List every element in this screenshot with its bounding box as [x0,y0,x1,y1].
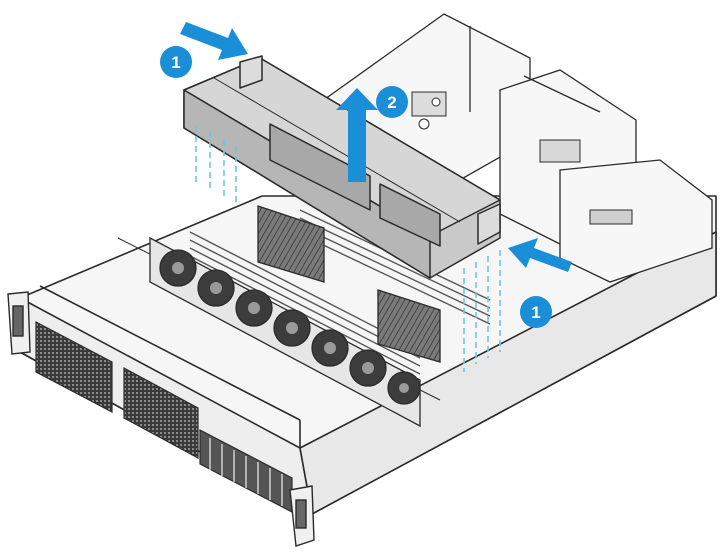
step-1-arrow-bottom [508,238,572,272]
step-badge: 1 [520,296,552,328]
rack-ear-right [289,485,315,547]
heatsink-processor-1 [257,205,325,283]
step-badge: 2 [376,86,408,118]
heatsink-processor-2 [377,289,441,363]
front-panel [35,321,293,513]
step-number: 1 [171,53,180,72]
step-number: 1 [531,303,540,322]
alignment-guides [195,126,501,372]
air-baffle [183,55,501,279]
step-2-arrow-up [336,88,378,182]
step-1-arrow-top [180,22,248,60]
step-number: 2 [387,93,396,112]
step-badge: 1 [160,46,192,78]
system-board [411,91,633,225]
fan-bay [149,236,421,428]
rack-ear-left [7,291,31,355]
